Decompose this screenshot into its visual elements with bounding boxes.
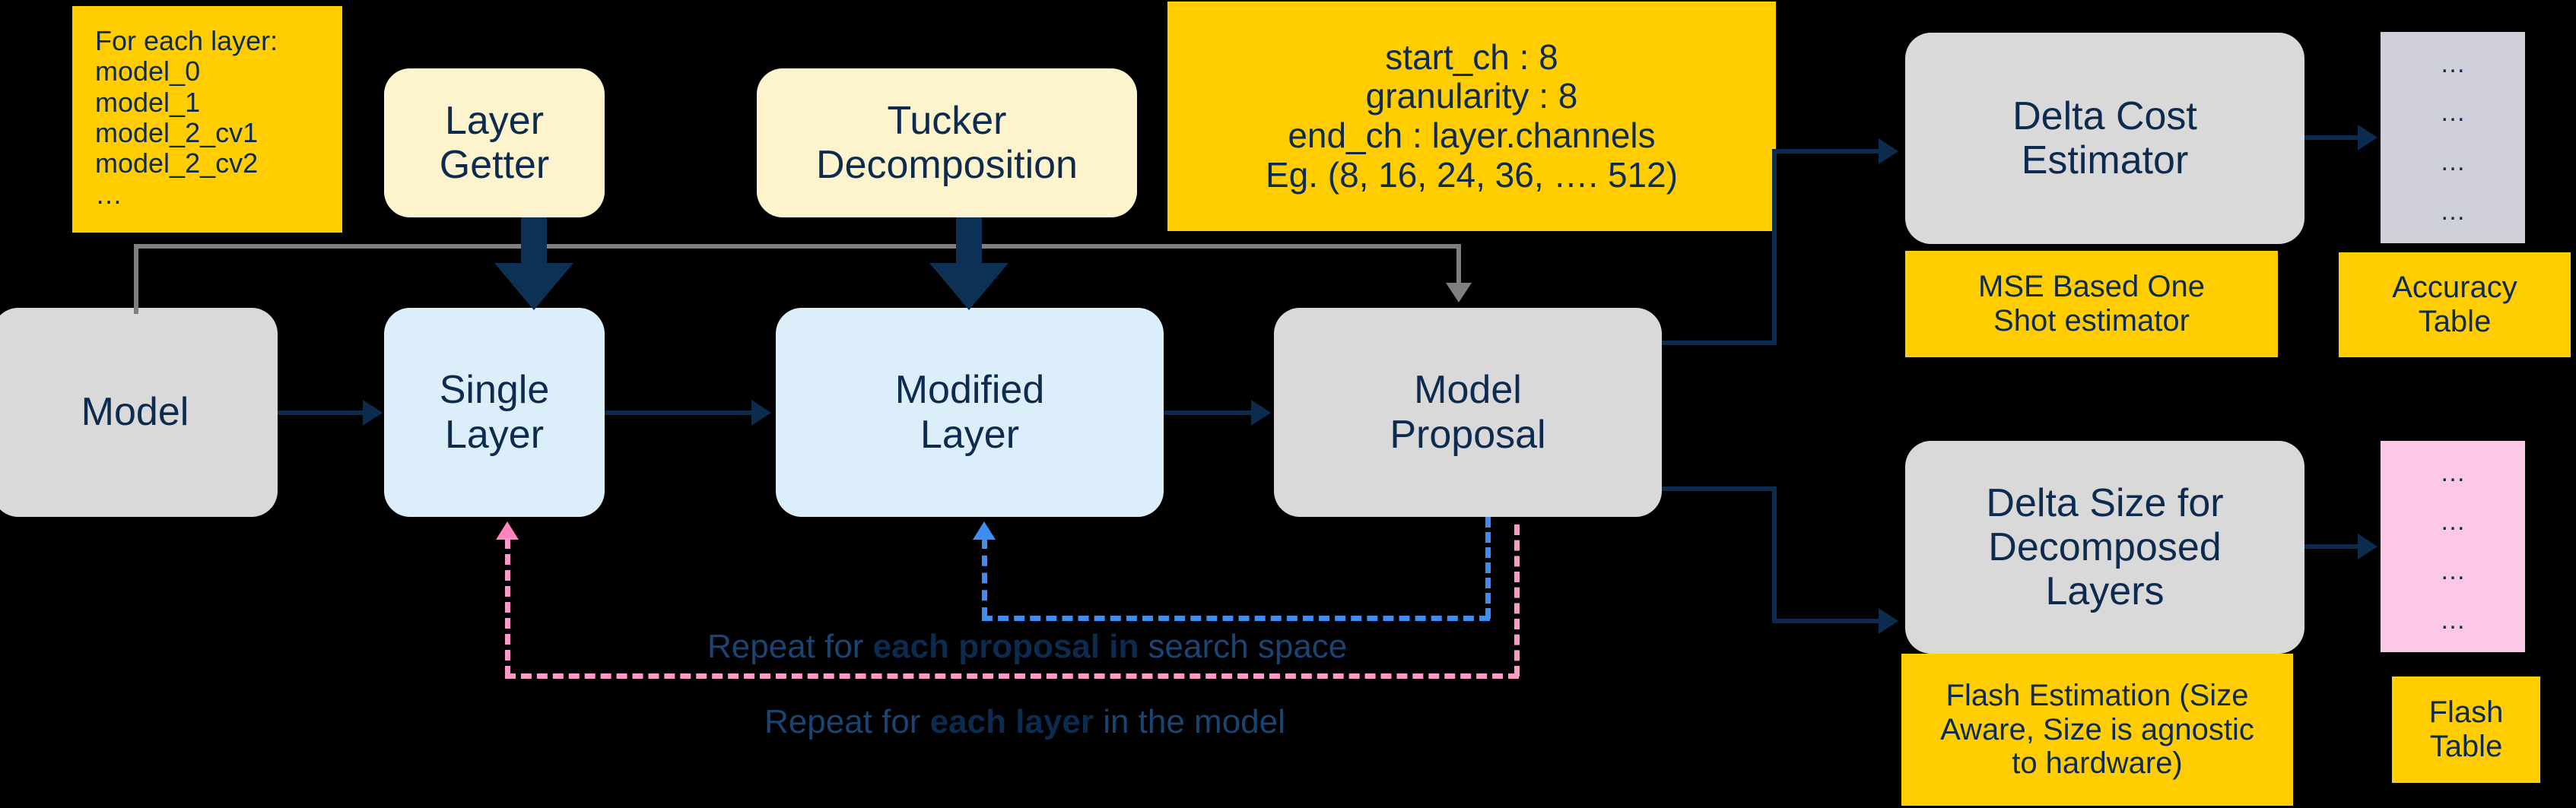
model-to-single-layer-line [278, 410, 363, 415]
accuracy-table-rows: … … … … [2440, 49, 2466, 226]
modified-to-proposal-line [1164, 410, 1251, 415]
modified-to-proposal-arrowhead [1251, 400, 1271, 426]
proposal-to-size-arrowhead [1879, 608, 1898, 634]
layer-getter-box[interactable]: Layer Getter [384, 68, 605, 217]
model-to-proposal-gray-span [134, 244, 1461, 249]
cost-to-accuracy-table-arrowhead [2358, 125, 2377, 151]
single-layer-label: Single Layer [439, 368, 550, 457]
layer-loop-riser [505, 538, 510, 677]
mse-estimator-text: MSE Based One Shot estimator [1978, 270, 2205, 337]
layer-loop-drop [1514, 524, 1520, 677]
layer-loop-suffix: in the model [1093, 703, 1285, 740]
proposal-loop-bold: each proposal in [872, 628, 1139, 665]
arrow-shaft [521, 217, 547, 265]
flash-table-cells: … … … … [2381, 441, 2525, 652]
model-to-proposal-gray-riser [134, 246, 138, 314]
proposal-to-size-h2 [1772, 619, 1879, 623]
proposal-loop-caption: Repeat for each proposal in search space [707, 628, 1347, 666]
proposal-to-cost-h2 [1772, 149, 1879, 154]
layer-getter-label: Layer Getter [439, 98, 550, 187]
layer-loop-caption: Repeat for each layer in the model [764, 703, 1285, 741]
modified-layer-box[interactable]: Modified Layer [776, 308, 1164, 517]
arrow-head [929, 263, 1008, 310]
model-to-single-layer-arrowhead [363, 400, 383, 426]
model-label: Model [81, 390, 189, 435]
search-space-note: start_ch : 8 granularity : 8 end_ch : la… [1167, 2, 1776, 231]
cost-to-accuracy-table-line [2304, 135, 2358, 140]
proposal-to-cost-h1 [1662, 341, 1777, 345]
delta-size-estimator-label: Delta Size for Decomposed Layers [1986, 480, 2224, 614]
model-box[interactable]: Model [0, 308, 278, 517]
proposal-to-cost-arrowhead [1879, 138, 1898, 164]
proposal-loop-span [982, 616, 1490, 621]
flash-table-label: Flash Table [2428, 696, 2504, 763]
model-proposal-label: Model Proposal [1390, 368, 1546, 457]
proposal-to-cost-riser [1772, 149, 1777, 344]
proposal-loop-prefix: Repeat for [707, 628, 873, 665]
proposal-loop-suffix: search space [1139, 628, 1348, 665]
layer-getter-down-arrow [494, 217, 573, 310]
proposal-loop-arrowhead [973, 521, 996, 540]
single-to-modified-arrowhead [751, 400, 771, 426]
model-to-proposal-gray-drop [1456, 244, 1461, 286]
size-to-flash-table-arrowhead [2358, 534, 2377, 559]
proposal-loop-riser [982, 538, 987, 618]
arrow-head [494, 263, 573, 310]
flash-estimation-text: Flash Estimation (Size Aware, Size is ag… [1940, 678, 2254, 781]
accuracy-table-note: Accuracy Table [2339, 252, 2571, 357]
single-layer-box[interactable]: Single Layer [384, 308, 605, 517]
delta-cost-estimator-box[interactable]: Delta Cost Estimator [1905, 33, 2304, 244]
delta-size-estimator-box[interactable]: Delta Size for Decomposed Layers [1905, 441, 2304, 654]
layer-loop-bold: each layer [929, 703, 1094, 740]
single-to-modified-line [605, 410, 751, 415]
layer-loop-prefix: Repeat for [764, 703, 930, 740]
tucker-decomposition-box[interactable]: Tucker Decomposition [757, 68, 1137, 217]
model-proposal-box[interactable]: Model Proposal [1274, 308, 1662, 517]
mse-estimator-note: MSE Based One Shot estimator [1905, 251, 2278, 357]
layer-loop-arrowhead [496, 521, 519, 540]
tucker-decomposition-label: Tucker Decomposition [816, 98, 1078, 187]
flash-estimation-note: Flash Estimation (Size Aware, Size is ag… [1901, 654, 2293, 806]
layer-list-text: For each layer: model_0 model_1 model_2_… [95, 25, 278, 210]
search-space-text: start_ch : 8 granularity : 8 end_ch : la… [1265, 36, 1679, 195]
arrow-shaft [956, 217, 982, 265]
layer-list-note: For each layer: model_0 model_1 model_2_… [72, 6, 342, 233]
modified-layer-label: Modified Layer [894, 368, 1045, 457]
proposal-to-size-h1 [1662, 486, 1777, 491]
proposal-loop-drop [1485, 517, 1491, 619]
layer-loop-span [505, 673, 1519, 679]
delta-cost-estimator-label: Delta Cost Estimator [2012, 93, 2197, 182]
flash-table-note: Flash Table [2392, 677, 2540, 783]
tucker-down-arrow [929, 217, 1008, 310]
accuracy-table-cells: … … … … [2381, 32, 2525, 243]
flash-table-rows: … … … … [2440, 458, 2466, 635]
model-to-proposal-gray-arrowhead [1446, 283, 1472, 303]
proposal-to-size-dropper [1772, 486, 1777, 623]
size-to-flash-table-line [2304, 544, 2358, 549]
accuracy-table-label: Accuracy Table [2392, 271, 2517, 338]
